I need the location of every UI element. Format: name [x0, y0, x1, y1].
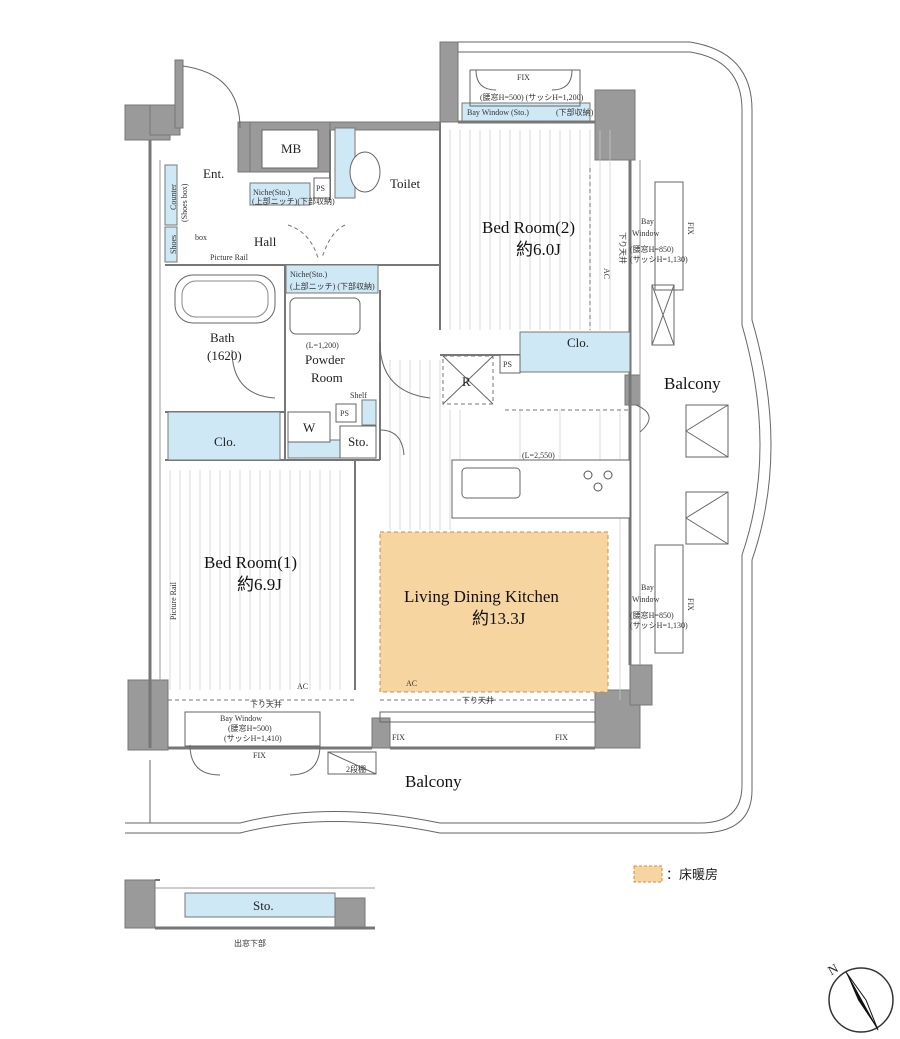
label-fix-3: FIX [555, 733, 568, 742]
label-niche-mid: Niche(Sto.) [290, 270, 327, 279]
label-picture-rail: Picture Rail [210, 253, 249, 262]
label-storage-inset: Sto. [253, 898, 274, 913]
label-shelf: Shelf [350, 391, 367, 400]
doors [182, 65, 650, 776]
label-ldk: Living Dining Kitchen [404, 587, 559, 606]
floor-stripes [169, 130, 621, 700]
label-box: box [195, 233, 207, 242]
storage-inset [124, 879, 375, 930]
label-bay-right-2-sub1: (腰窓H=850) [630, 610, 674, 620]
label-bed1: Bed Room(1) [204, 553, 297, 572]
label-bed2: Bed Room(2) [482, 218, 575, 237]
label-counter: Counter [169, 184, 178, 210]
label-balcony-right: Balcony [664, 374, 721, 393]
basin [289, 297, 361, 335]
label-storage-caption: 出窓下部 [234, 938, 266, 948]
label-ac-3: AC [406, 679, 417, 688]
label-washer: W [303, 420, 316, 435]
label-bath-size: (1620) [207, 348, 242, 363]
label-bay-right-1-sub2: (サッシH=1,130) [630, 255, 688, 264]
label-bay-top-dims: (腰窓H=500) (サッシH=1,200) [480, 92, 584, 102]
label-powder-2: Room [311, 370, 343, 385]
label-bath: Bath [210, 330, 235, 345]
label-toilet: Toilet [390, 176, 421, 191]
label-bay-top: Bay Window (Sto.) [467, 108, 529, 117]
label-kitchen-len: (L=2,550) [522, 451, 555, 460]
label-fix-right-2: FIX [686, 598, 695, 611]
label-balcony-bottom: Balcony [405, 772, 462, 791]
label-counter-paren: (Shoes box) [180, 183, 189, 222]
label-hall: Hall [254, 234, 277, 249]
label-bed2-size: 約6.0J [516, 240, 561, 259]
label-shoes: Shoes [169, 235, 178, 254]
label-niche-mid-sub: (上部ニッチ) (下部収納) [290, 281, 375, 291]
label-bay-top-sub: (下部収納) [556, 107, 594, 117]
label-sto: Sto. [348, 434, 369, 449]
label-ps-2: PS [340, 409, 349, 418]
label-clo-1: Clo. [214, 434, 236, 449]
label-fix-right-1: FIX [686, 222, 695, 235]
label-bay-right-2: Bay [641, 583, 654, 592]
label-bay-right-1: Bay [641, 217, 654, 226]
label-bay-window-1: Bay Window [220, 714, 262, 723]
label-mb: MB [281, 141, 302, 156]
label-niche-top: Niche(Sto.) [253, 188, 290, 197]
label-powder-len: (L=1,200) [306, 341, 339, 350]
label-picture-rail-v: Picture Rail [169, 581, 178, 620]
bathtub [174, 274, 276, 324]
floor-heating-area [379, 531, 609, 693]
label-powder-1: Powder [305, 352, 345, 367]
label-ps-3: PS [503, 360, 512, 369]
balcony-outline [125, 41, 772, 834]
label-niche-top-sub: (上部ニッチ)(下部収納) [252, 196, 335, 206]
label-bay-right-2-sub2: (サッシH=1,130) [630, 621, 688, 630]
label-bed1-size: 約6.9J [237, 575, 282, 594]
label-north: N [825, 960, 841, 978]
label-fix-top: FIX [517, 73, 530, 82]
label-fix-2: FIX [392, 733, 405, 742]
sto-box [339, 425, 377, 459]
label-bay-window-1-sub2: (サッシH=1,410) [224, 734, 282, 743]
toilet-fixture [349, 151, 381, 193]
label-ac-2: AC [602, 268, 611, 279]
label-bay-right-1-sub1: (腰窓H=850) [630, 244, 674, 254]
label-ent: Ent. [203, 166, 224, 181]
label-ldk-size: 約13.3J [472, 609, 526, 628]
label-lower-ceiling-3: 下り天井 [462, 695, 494, 705]
label-ac-1: AC [297, 682, 308, 691]
legend-swatch [633, 865, 663, 883]
washer-box [287, 411, 331, 443]
label-ps-1: PS [316, 184, 325, 193]
label-lower-ceiling-1: 下り天井 [250, 699, 282, 709]
label-legend: ：床暖房 [666, 867, 718, 882]
label-window-right-2: Window [632, 595, 659, 604]
label-second-shelf: 2段棚 [346, 764, 366, 774]
label-fix-1: FIX [253, 751, 266, 760]
storage-boxes [164, 102, 631, 461]
label-window-right-1: Window [632, 229, 659, 238]
label-r: R [462, 374, 471, 389]
label-clo-2: Clo. [567, 335, 589, 350]
label-lower-ceiling-2: 下り天井 [618, 232, 628, 264]
north-compass [828, 967, 894, 1033]
label-bay-window-1-sub1: (腰窓H=500) [228, 723, 272, 733]
stove-icon [583, 470, 613, 492]
